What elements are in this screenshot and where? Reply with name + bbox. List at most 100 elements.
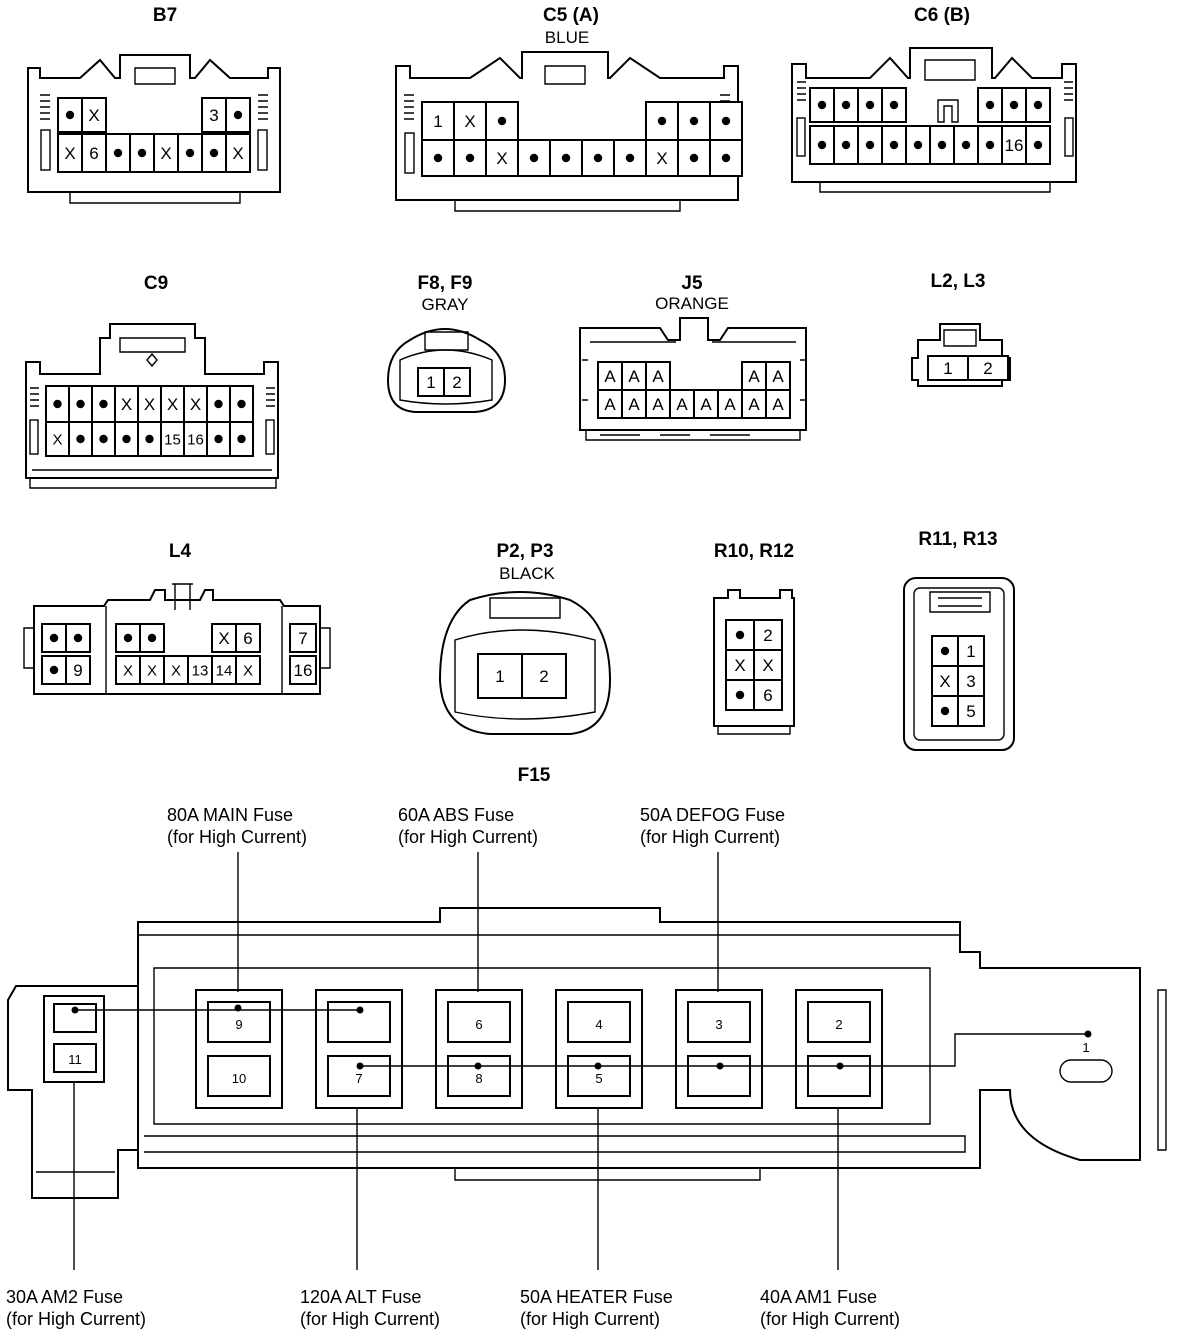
callout-abs-line2: (for High Current): [398, 827, 538, 847]
terminal-dot: [1084, 1030, 1092, 1038]
bus-dot: [474, 1062, 482, 1070]
c9-pin-label: 16: [187, 431, 204, 448]
c9-pin-dot: [53, 399, 62, 409]
fuse-cavity: [207, 1055, 271, 1097]
fuse-slot: [195, 989, 283, 1109]
b7-pin-label: 6: [89, 144, 98, 163]
callout-defog-line1: 50A DEFOG Fuse: [640, 805, 785, 825]
c6-cavity: [1025, 87, 1051, 123]
j5-pin-label: A: [748, 395, 760, 414]
l4-cavity: [115, 655, 141, 685]
fuse-cavity-label: 2: [835, 1017, 842, 1032]
connector-l4-name: L4: [169, 541, 192, 562]
bus-dot: [356, 1062, 364, 1070]
c6-pin-dot: [889, 100, 899, 110]
c9-pin-label: X: [190, 395, 201, 414]
j5-pin-label: A: [772, 395, 784, 414]
r11-pin-dot: [940, 646, 950, 656]
c5-pin-dot: [625, 153, 635, 163]
b7-pin-dot: [233, 110, 243, 120]
c5-pin-label: X: [496, 149, 507, 168]
connector-c5-color: BLUE: [545, 28, 589, 47]
callout-am1-line1: 40A AM1 Fuse: [760, 1287, 877, 1307]
callout-defog-line2: (for High Current): [640, 827, 780, 847]
c5-cavity: [645, 139, 679, 177]
p2-pin-label: 1: [495, 667, 504, 686]
c5-cavity: [517, 139, 551, 177]
l2-cavity: [967, 355, 1009, 381]
j5-pin-label: A: [604, 367, 616, 386]
callout-am2-line1: 30A AM2 Fuse: [6, 1287, 123, 1307]
j5-cavity: [693, 389, 719, 419]
callout-defog: 50A DEFOG Fuse (for High Current): [640, 805, 785, 847]
c6-pin-dot: [1009, 100, 1019, 110]
terminal-label: 1: [1082, 1040, 1089, 1055]
bus-dot: [594, 1062, 602, 1070]
j5-pin-label: A: [676, 395, 688, 414]
b7-pin-dot: [185, 148, 195, 158]
r10-pin-dot: [735, 630, 745, 640]
r11-cavity: [957, 695, 985, 727]
l4-cavity: [235, 655, 261, 685]
c6-pin-dot: [913, 140, 923, 150]
fuse-cavity-label: 8: [475, 1071, 482, 1086]
c9-pin-dot: [214, 399, 223, 409]
b7-pin-label: X: [88, 106, 99, 125]
connector-c9-name: C9: [144, 273, 168, 294]
c6-pin-label: 16: [1005, 136, 1024, 155]
j5-pin-label: A: [700, 395, 712, 414]
b7-pin-dot: [137, 148, 147, 158]
callout-alt-line2: (for High Current): [300, 1309, 440, 1329]
c5-pin-dot: [529, 153, 539, 163]
c6-pin-dot: [841, 140, 851, 150]
c5-pin-dot: [721, 153, 731, 163]
c5-cavity: [485, 139, 519, 177]
r11-pin-label: 3: [966, 672, 975, 691]
c9-pin-label: X: [144, 395, 155, 414]
fuse-cavity-label: 6: [475, 1017, 482, 1032]
fuse-slot: [315, 989, 403, 1109]
l4-pin-label: 14: [216, 662, 233, 679]
l4-pin-label: 16: [294, 661, 313, 680]
callout-heater-line2: (for High Current): [520, 1309, 660, 1329]
connector-c6: C6 (B) 16: [791, 5, 1077, 193]
l4-pin-label: 7: [298, 629, 307, 648]
j5-cavity: [741, 389, 767, 419]
l4-pin-dot: [49, 633, 59, 643]
b7-cavity: [57, 133, 83, 173]
l2-pin-label: 1: [943, 359, 952, 378]
b7-pin-dot: [209, 148, 219, 158]
c5-pin-label: X: [464, 112, 475, 131]
fuse-cavity-label: 10: [232, 1071, 246, 1086]
c6-pin-dot: [1033, 100, 1043, 110]
b7-pin-label: X: [64, 144, 75, 163]
fuse-block-name: F15: [518, 765, 551, 786]
l4-pin-label: 13: [192, 662, 209, 679]
c6-pin-dot: [865, 100, 875, 110]
c6-pin-dot: [889, 140, 899, 150]
c6-pin-dot: [1033, 140, 1043, 150]
connector-f8-color: GRAY: [422, 295, 469, 314]
l4-pin-label: X: [123, 662, 133, 679]
r10-pin-label: X: [734, 656, 745, 675]
f8-pin-label: 1: [426, 373, 435, 392]
callout-heater: 50A HEATER Fuse (for High Current): [520, 1287, 673, 1329]
l4-pin-dot: [49, 665, 59, 675]
j5-pin-label: A: [652, 367, 664, 386]
b7-pin-dot: [113, 148, 123, 158]
c5-pin-dot: [689, 153, 699, 163]
c9-pin-dot: [99, 399, 108, 409]
callout-main-line1: 80A MAIN Fuse: [167, 805, 293, 825]
c9-pin-label: X: [52, 431, 62, 448]
j5-cavity: [765, 389, 791, 419]
r10-pin-dot: [735, 690, 745, 700]
fuse-slot: [675, 989, 763, 1109]
